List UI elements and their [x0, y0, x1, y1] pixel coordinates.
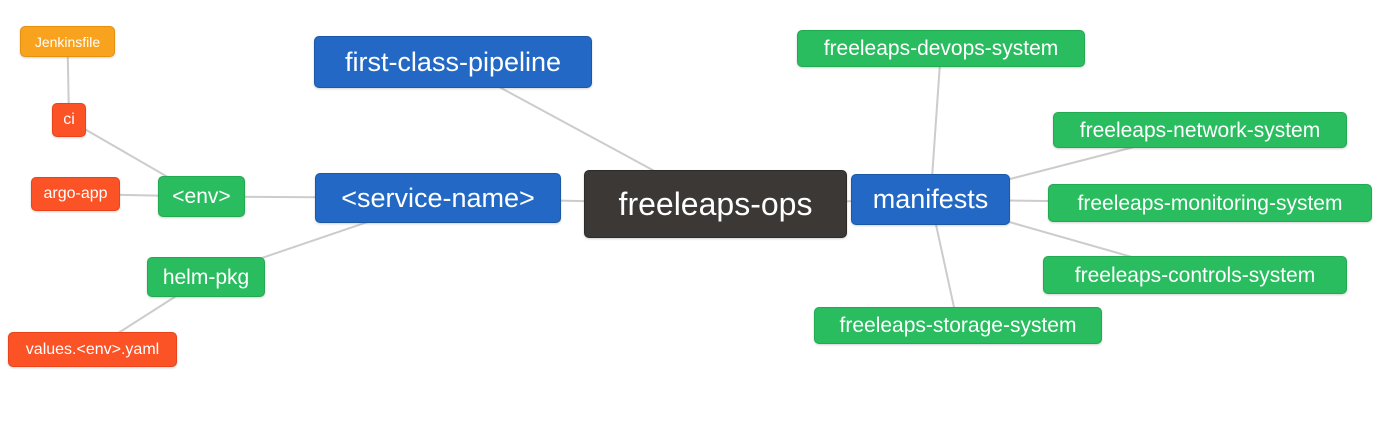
node-env[interactable]: <env>	[158, 176, 245, 217]
node-argo-app[interactable]: argo-app	[31, 177, 120, 211]
node-freeleaps-network-system[interactable]: freeleaps-network-system	[1053, 112, 1347, 148]
node-first-class-pipeline[interactable]: first-class-pipeline	[314, 36, 592, 88]
node-jenkinsfile[interactable]: Jenkinsfile	[20, 26, 115, 57]
node-freeleaps-devops-system[interactable]: freeleaps-devops-system	[797, 30, 1085, 67]
node-values-env-yaml[interactable]: values.<env>.yaml	[8, 332, 177, 367]
node-service-name[interactable]: <service-name>	[315, 173, 561, 223]
node-freeleaps-controls-system[interactable]: freeleaps-controls-system	[1043, 256, 1347, 294]
node-freeleaps-ops[interactable]: freeleaps-ops	[584, 170, 847, 238]
node-ci[interactable]: ci	[52, 103, 86, 137]
node-helm-pkg[interactable]: helm-pkg	[147, 257, 265, 297]
node-manifests[interactable]: manifests	[851, 174, 1010, 225]
node-freeleaps-monitoring-system[interactable]: freeleaps-monitoring-system	[1048, 184, 1372, 222]
node-freeleaps-storage-system[interactable]: freeleaps-storage-system	[814, 307, 1102, 344]
